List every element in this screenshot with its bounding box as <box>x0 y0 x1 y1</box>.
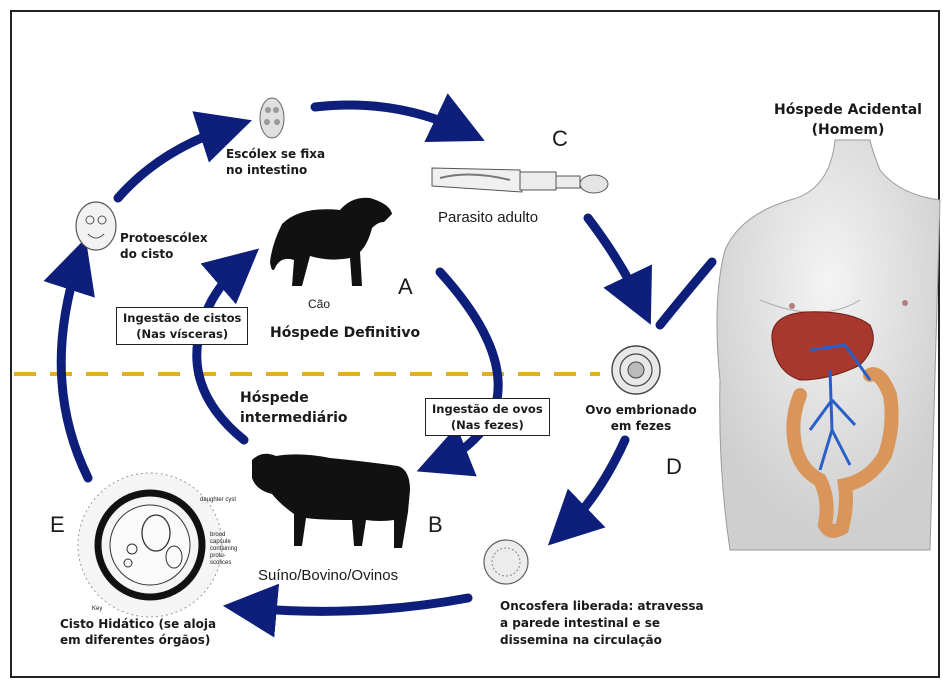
protoscolex-label-line1: Protoescólex <box>120 230 208 246</box>
human-host-title: Hóspede Acidental (Homem) <box>768 100 928 140</box>
arrow-egg-to-oncosphere <box>566 440 625 528</box>
intermediate-host-line2: intermediário <box>240 408 348 428</box>
adult-worm-illustration <box>432 168 608 193</box>
dog-label: Cão <box>308 296 330 312</box>
dog-silhouette <box>270 198 392 286</box>
egg-label-line1: Ovo embrionado <box>585 402 697 418</box>
arrow-cyst-to-proto <box>61 262 88 478</box>
protoscolex-label: Protoescólex do cisto <box>120 230 208 262</box>
egg-label: Ovo embrionado em fezes <box>585 402 697 434</box>
oncosphere-label: Oncosfera liberada: atravessa a parede i… <box>500 598 704 649</box>
cattle-silhouette <box>252 454 410 548</box>
egg-ingestion-box: Ingestão de ovos (Nas fezes) <box>425 398 550 436</box>
arrow-proto-to-scolex <box>118 128 228 198</box>
egg-label-line2: em fezes <box>585 418 697 434</box>
intermediate-host-label: Hóspede intermediário <box>240 388 348 428</box>
letter-a: A <box>398 274 413 300</box>
cyst-callout-key: Key <box>92 606 102 612</box>
cyst-label: Cisto Hidático (se aloja em diferentes ó… <box>60 616 216 648</box>
cyst-label-line1: Cisto Hidático (se aloja <box>60 616 216 632</box>
human-torso-illustration <box>717 140 940 550</box>
arrow-scolex-to-adult <box>315 105 462 130</box>
oncosphere-label-line1: Oncosfera liberada: atravessa <box>500 598 704 615</box>
cyst-ingestion-line1: Ingestão de cistos <box>123 310 241 326</box>
arrow-egg-to-human <box>660 262 712 325</box>
brood-line1: brood <box>210 532 237 539</box>
letter-c: C <box>552 126 568 152</box>
arrow-cattle-to-dog <box>197 265 244 440</box>
oncosphere-illustration <box>484 540 528 584</box>
scolex-label: Escólex se fixa no intestino <box>226 146 325 178</box>
hydatid-cyst-illustration <box>78 473 222 617</box>
letter-d: D <box>666 454 682 480</box>
cyst-ingestion-line2: (Nas vísceras) <box>123 326 241 342</box>
scolex-label-line1: Escólex se fixa <box>226 146 325 162</box>
oncosphere-label-line2: a parede intestinal e se <box>500 615 704 632</box>
egg-ingestion-line1: Ingestão de ovos <box>432 401 543 417</box>
definitive-host-label: Hóspede Definitivo <box>270 325 420 341</box>
protoscolex-label-line2: do cisto <box>120 246 208 262</box>
egg-illustration <box>612 346 660 394</box>
cyst-ingestion-box: Ingestão de cistos (Nas vísceras) <box>116 307 248 345</box>
arrow-oncosphere-to-cyst <box>248 598 468 611</box>
brood-line2: capsule <box>210 539 237 546</box>
oncosphere-label-line3: dissemina na circulação <box>500 632 704 649</box>
letter-b: B <box>428 512 443 538</box>
adult-parasite-label: Parasito adulto <box>438 208 538 227</box>
scolex-label-line2: no intestino <box>226 162 325 178</box>
cyst-label-line2: em diferentes órgãos) <box>60 632 216 648</box>
cyst-callout-brood: brood capsule containing proto- scolices <box>210 532 237 567</box>
human-host-title-line1: Hóspede Acidental <box>768 100 928 120</box>
intermediate-host-line1: Hóspede <box>240 388 348 408</box>
brood-line4: proto- <box>210 553 237 560</box>
brood-line3: containing <box>210 546 237 553</box>
scolex-illustration <box>260 98 284 138</box>
protoscolex-illustration <box>76 202 116 250</box>
egg-ingestion-line2: (Nas fezes) <box>432 417 543 433</box>
arrow-adult-to-egg <box>588 218 640 302</box>
letter-e: E <box>50 512 65 538</box>
human-host-title-line2: (Homem) <box>768 120 928 140</box>
cyst-callout-daughter: daughter cyst <box>200 497 236 503</box>
cattle-label: Suíno/Bovino/Ovinos <box>258 566 398 585</box>
brood-line5: scolices <box>210 560 237 567</box>
